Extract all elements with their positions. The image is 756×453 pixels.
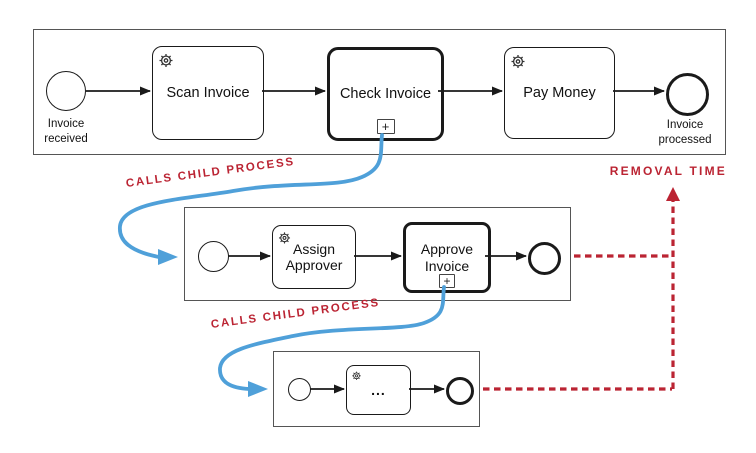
blue-arrowhead-icon	[158, 249, 178, 265]
task-check-invoice: Check Invoice +	[327, 47, 444, 141]
calls-child-process-label-1: CALLS CHILD PROCESS	[125, 155, 296, 190]
service-task-gear-icon	[511, 55, 525, 68]
main-start-event-label: Invoice received	[44, 118, 88, 145]
task-approve-invoice: Approve Invoice +	[403, 222, 491, 293]
main-start-event	[46, 71, 86, 111]
red-arrowhead-icon	[666, 187, 680, 201]
task-ellipsis: ...	[346, 365, 411, 415]
task-label: Check Invoice	[339, 85, 432, 102]
main-end-event-label: Invoice processed	[658, 119, 712, 146]
child-end-event	[528, 242, 561, 275]
task-scan-invoice: Scan Invoice	[152, 46, 264, 140]
task-label: Approve Invoice	[420, 241, 474, 274]
task-label: Pay Money	[523, 84, 596, 101]
calls-child-process-label-2: CALLS CHILD PROCESS	[210, 296, 381, 331]
blue-arrowhead-icon	[248, 381, 268, 397]
service-task-gear-icon	[278, 232, 291, 244]
removal-time-label: REMOVAL TIME	[609, 164, 727, 178]
subprocess-plus-icon: +	[439, 274, 455, 288]
task-assign-approver: Assign Approver	[272, 225, 356, 289]
subprocess-plus-icon: +	[376, 119, 395, 134]
child-process-container	[184, 207, 571, 301]
task-label: Scan Invoice	[166, 84, 250, 101]
grandchild-start-event	[288, 378, 311, 401]
service-task-gear-icon	[352, 371, 361, 381]
task-pay-money: Pay Money	[504, 47, 615, 139]
child-start-event	[198, 241, 229, 272]
service-task-gear-icon	[159, 54, 173, 67]
main-end-event	[666, 73, 709, 116]
grandchild-end-event	[446, 377, 474, 405]
task-label: ...	[371, 381, 386, 398]
